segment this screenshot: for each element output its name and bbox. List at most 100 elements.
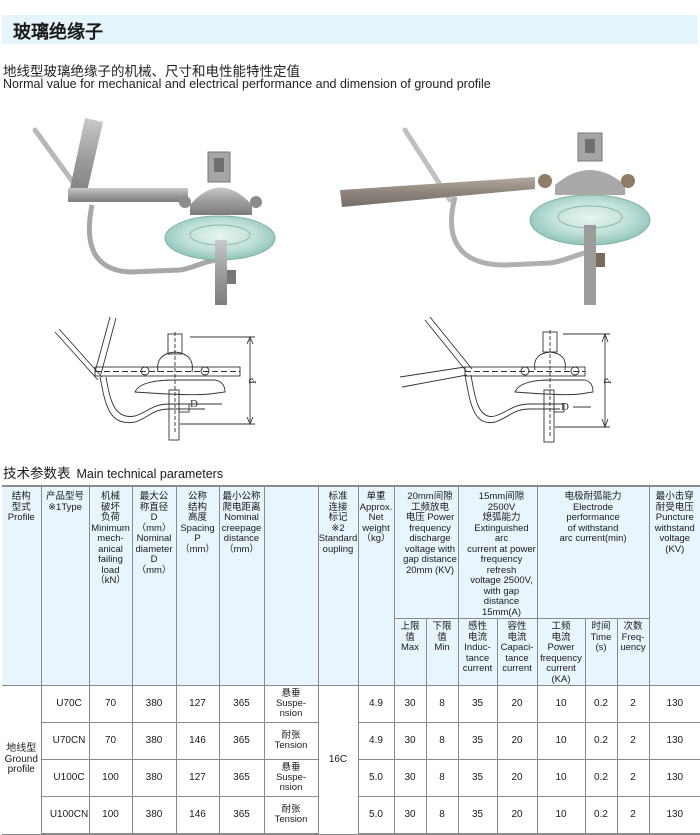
- header-type: 产品型号※1Type: [40, 485, 90, 686]
- cell-line: nsion: [279, 708, 303, 719]
- cell-line: 标记: [328, 512, 348, 523]
- cell-line: nsion: [279, 782, 303, 793]
- time-cell: 0.2: [584, 722, 618, 760]
- spacing-cell: 127: [175, 685, 220, 723]
- cell-line: 感性: [467, 621, 487, 632]
- cell-line: oupling: [322, 543, 354, 555]
- cell-line: current: [462, 663, 493, 674]
- cell-line: 结构: [187, 501, 207, 513]
- diameter-cell: 380: [131, 796, 177, 835]
- cell-line: 电流: [507, 631, 527, 643]
- max-cell: 30: [393, 722, 427, 760]
- cell-line: 爬电距离: [222, 501, 261, 513]
- diameter-cell: 380: [131, 759, 177, 797]
- cell-line: 电流: [551, 631, 571, 643]
- cell-line: 耐张: [281, 730, 301, 741]
- cell-line: weight: [362, 522, 390, 534]
- header-connection: [263, 485, 319, 686]
- cell-line: ※1Type: [48, 501, 82, 513]
- section-title-bar: 玻璃绝缘子: [2, 15, 698, 44]
- cell-line: （mm）: [180, 543, 215, 555]
- cell-line: 悬垂: [281, 762, 301, 773]
- cell-line: D: [150, 554, 158, 565]
- cell-line: 机械: [100, 491, 120, 502]
- power-freq-cell: 10: [536, 759, 586, 797]
- cell-line: performance: [566, 512, 620, 523]
- cell-line: Induc-: [464, 642, 491, 653]
- puncture-cell: 130: [648, 722, 700, 760]
- cell-line: mech-: [97, 533, 124, 544]
- inductance-cell: 35: [457, 685, 498, 723]
- cell-line: 型式: [11, 501, 31, 513]
- creepage-cell: 365: [218, 796, 265, 835]
- frequency-cell: 2: [616, 685, 650, 723]
- puncture-cell: 130: [648, 796, 700, 835]
- cell-line: 下限: [432, 621, 452, 632]
- cell-line: Max: [401, 642, 419, 653]
- cell-line: 公称: [187, 491, 207, 502]
- cell-line: 称直径: [139, 501, 169, 513]
- cell-line: Ground: [4, 753, 38, 765]
- cell-line: load: [101, 564, 120, 576]
- cell-line: 次数: [623, 621, 643, 632]
- page-title: 玻璃绝缘子: [13, 22, 103, 42]
- type-cell: U70C: [40, 685, 90, 723]
- creepage-cell: 365: [218, 759, 265, 797]
- cell-line: D: [150, 512, 158, 523]
- cell-line: 产品型号: [45, 491, 84, 502]
- cell-line: Tension: [274, 814, 308, 825]
- min-cell: 8: [425, 796, 459, 835]
- cell-line: Freq-: [621, 631, 645, 643]
- cell-line: creepage: [221, 522, 262, 534]
- cell-line: 耐张: [281, 804, 301, 815]
- creepage-cell: 365: [218, 685, 265, 723]
- standard-coupling-cell: 16C: [317, 685, 359, 835]
- weight-cell: 5.0: [357, 796, 395, 835]
- cell-line: （mm）: [136, 522, 172, 534]
- cell-line: 工频放电: [410, 501, 449, 513]
- type-cell: U70CN: [40, 722, 90, 760]
- cell-line: 地线型: [6, 743, 37, 754]
- cell-line: 连接: [328, 501, 348, 513]
- time-cell: 0.2: [584, 796, 618, 835]
- cell-line: discharge: [409, 533, 451, 544]
- cell-line: Spacing: [180, 522, 215, 534]
- cell-line: 电极耐弧能力: [564, 491, 622, 502]
- dimension-label-d: D: [190, 398, 198, 410]
- cell-line: （kg）: [361, 533, 391, 544]
- capacitance-cell: 20: [496, 759, 538, 797]
- cell-line: (KV): [665, 543, 685, 555]
- cell-line: with gap distance: [483, 585, 520, 607]
- cell-line: （kN）: [95, 575, 126, 586]
- weight-cell: 4.9: [357, 685, 395, 723]
- cell-line: profile: [7, 764, 35, 775]
- cell-line: (s): [595, 642, 607, 653]
- cell-line: 最小公称: [222, 491, 261, 502]
- spacing-cell: 146: [175, 722, 220, 760]
- cell-line: 工频: [551, 621, 571, 632]
- creepage-cell: 365: [218, 722, 265, 760]
- cell-line: (KA): [551, 673, 571, 685]
- cell-line: 电流: [467, 631, 487, 643]
- cell-line: Standard: [318, 533, 358, 544]
- cell-line: current at power: [467, 543, 536, 555]
- cell-line: tance: [465, 652, 490, 664]
- cell-line: 20mm间隙: [407, 491, 453, 502]
- cell-line: Extinguished arc: [474, 522, 529, 544]
- power-freq-cell: 10: [536, 685, 586, 723]
